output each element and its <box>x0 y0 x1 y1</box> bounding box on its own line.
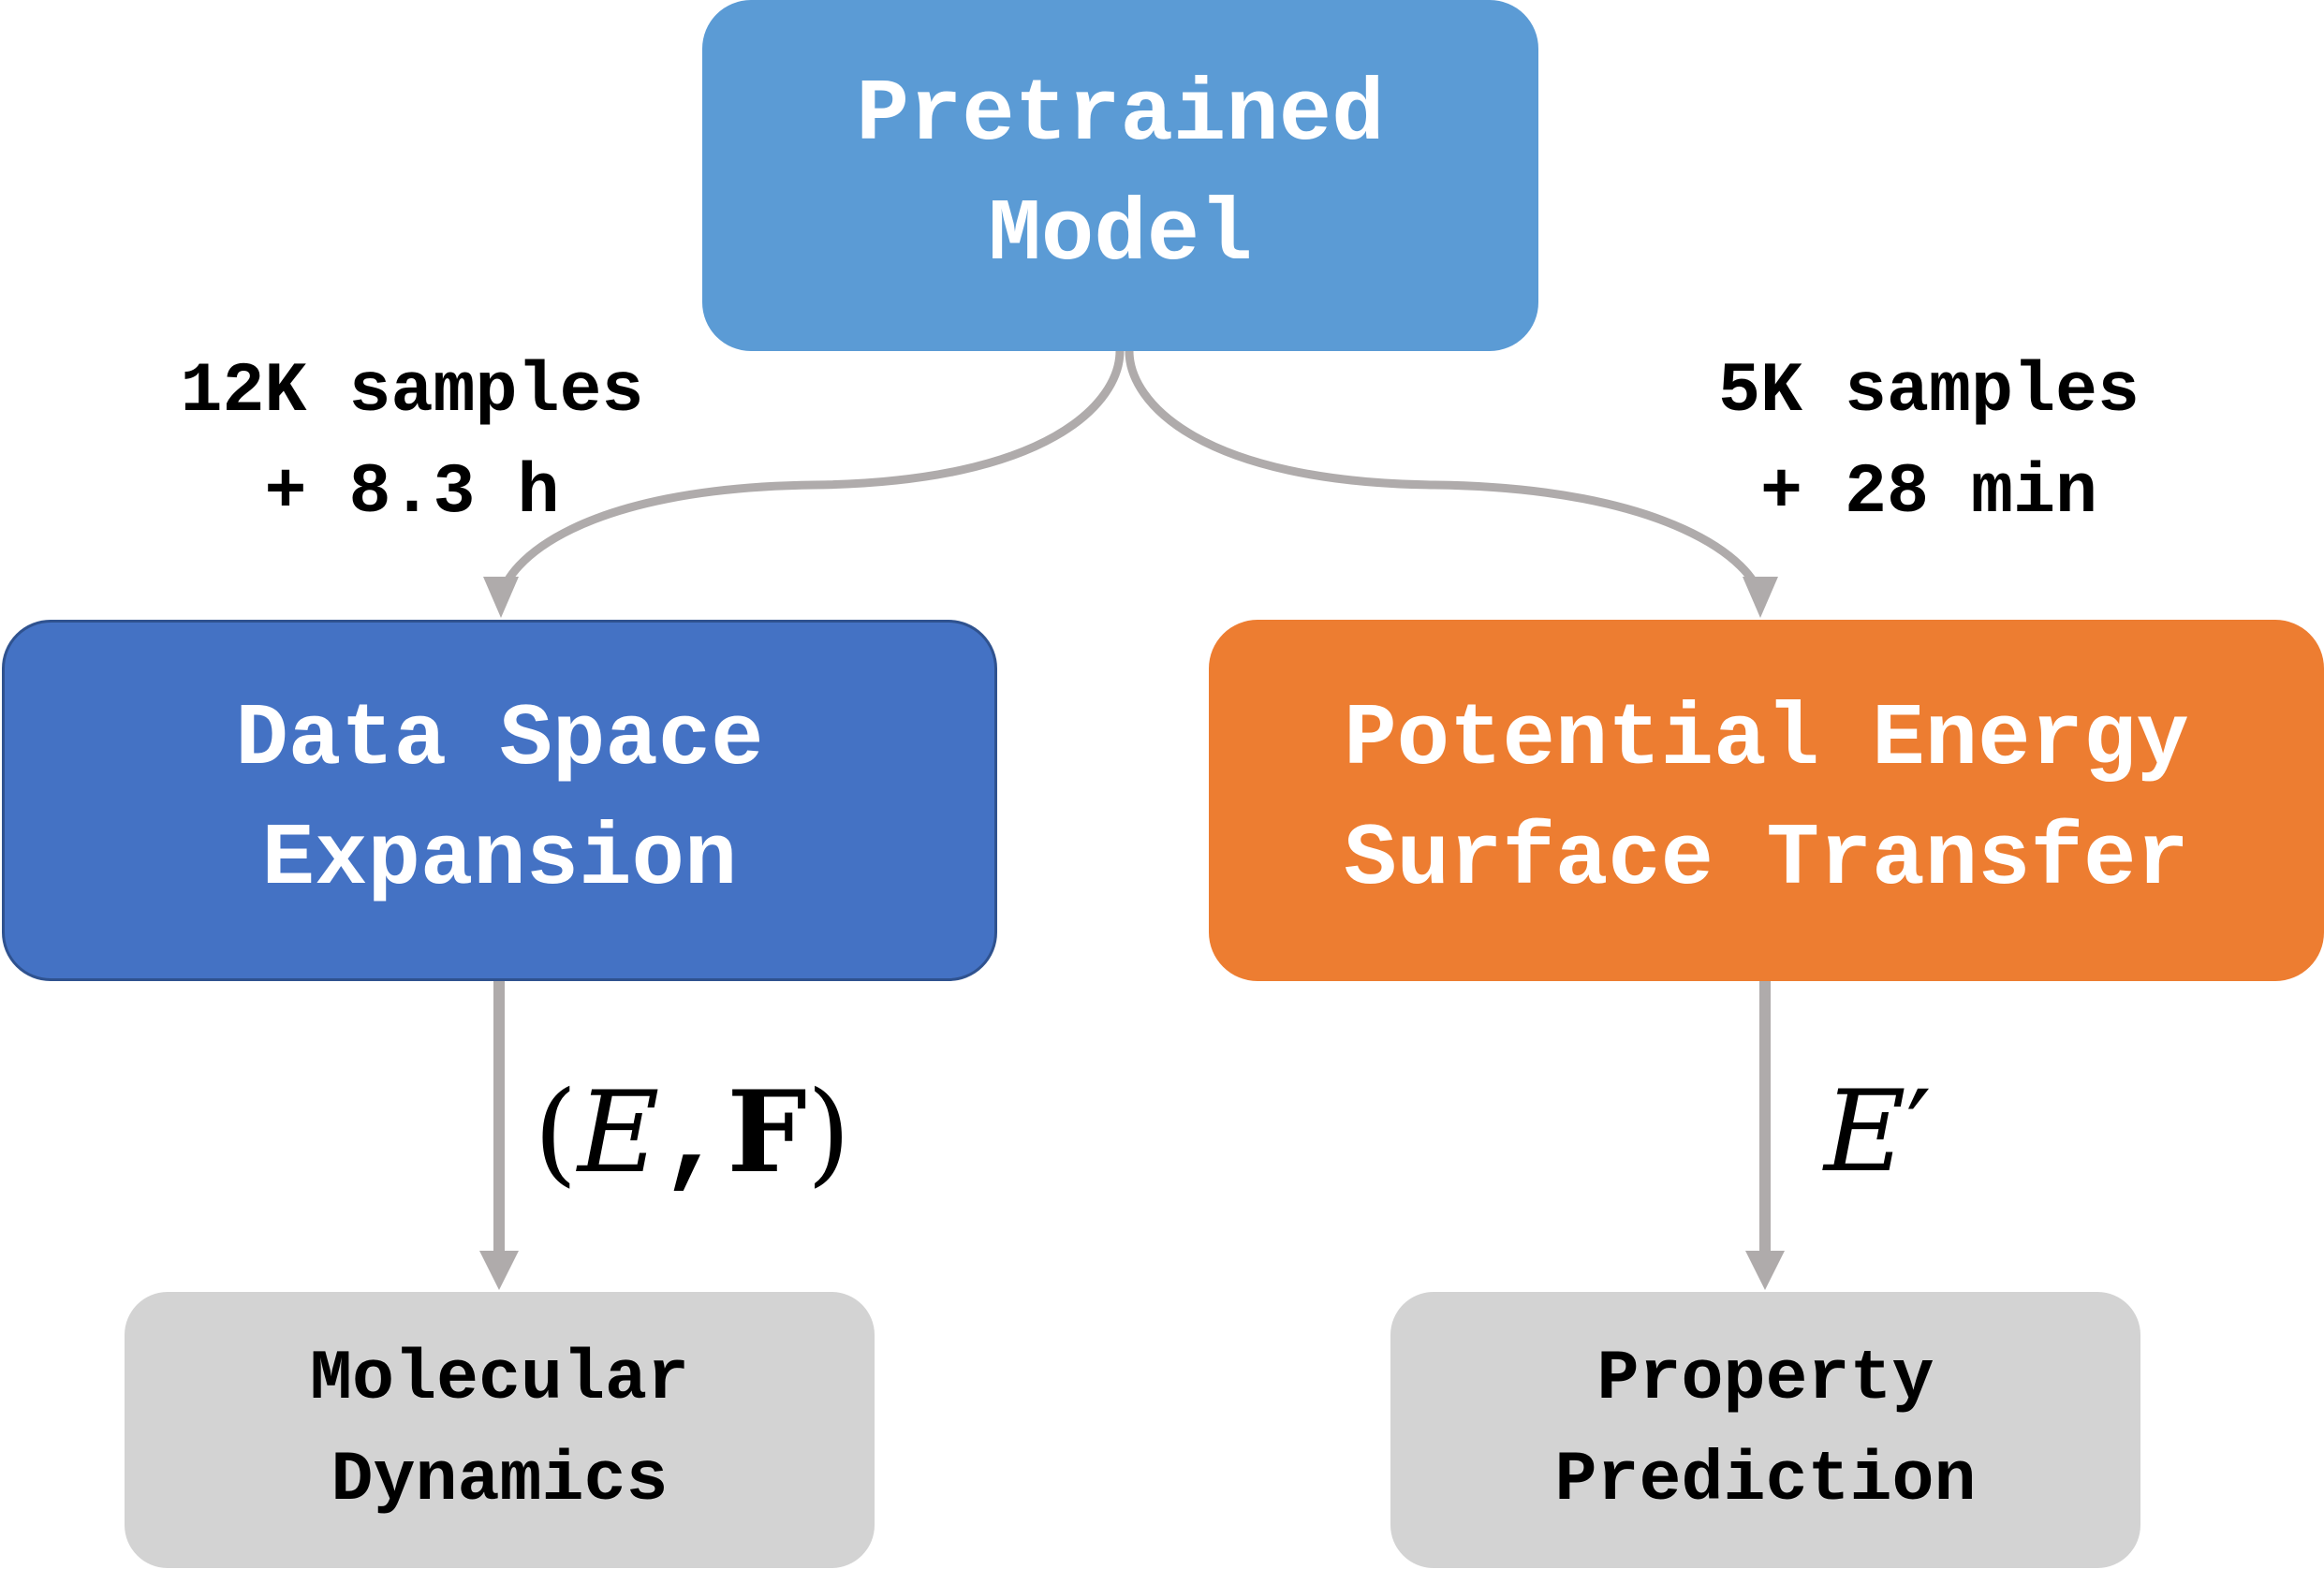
arrowhead-data-space <box>483 577 519 618</box>
node-label-line: Dynamics <box>331 1440 669 1520</box>
arrowhead-md <box>479 1251 519 1290</box>
cost-samples: 5K samples <box>1717 352 2140 432</box>
node-label-line: Pretrained <box>856 66 1385 166</box>
property-prediction-node: Property Prediction <box>1390 1292 2140 1568</box>
node-label-line: Data Space <box>235 691 764 790</box>
node-label-line: Property <box>1596 1339 1934 1419</box>
arrowhead-property <box>1745 1251 1785 1290</box>
left-cost-label: 12K samples + 8.3 h <box>84 342 740 544</box>
prime-symbol: ′ <box>1905 1067 1932 1197</box>
pes-transfer-node: Potential Energy Surface Transfer <box>1209 620 2324 981</box>
arrow-pretrained-to-data-space <box>496 350 1125 600</box>
energy-symbol: E <box>1824 1067 1906 1197</box>
open-paren: ( <box>534 1068 578 1198</box>
close-paren: ) <box>806 1068 851 1198</box>
data-space-expansion-node: Data Space Expansion <box>2 620 997 981</box>
cost-samples: 12K samples <box>180 352 644 432</box>
energy-symbol: E <box>577 1068 660 1198</box>
cost-time: + 28 min <box>1759 453 2098 533</box>
arrowhead-pes <box>1743 577 1778 618</box>
node-label-line: Prediction <box>1554 1440 1977 1520</box>
cost-time: + 8.3 h <box>264 453 560 533</box>
energy-prime-label: E′ <box>1824 1067 1932 1207</box>
force-symbol: F <box>727 1066 807 1198</box>
molecular-dynamics-node: Molecular Dynamics <box>125 1292 875 1568</box>
node-label-line: Expansion <box>261 811 738 910</box>
arrow-pretrained-to-pes <box>1125 350 1765 600</box>
right-cost-label: 5K samples + 28 min <box>1582 342 2275 544</box>
energy-force-label: (E,F) <box>534 1067 850 1208</box>
node-label-line: Surface Transfer <box>1344 811 2189 910</box>
node-label-line: Potential Energy <box>1344 691 2189 790</box>
node-label-line: Model <box>988 185 1253 286</box>
comma-separator: , <box>659 1078 728 1206</box>
node-label-line: Molecular <box>309 1339 690 1419</box>
pretrained-model-node: Pretrained Model <box>702 0 1538 351</box>
